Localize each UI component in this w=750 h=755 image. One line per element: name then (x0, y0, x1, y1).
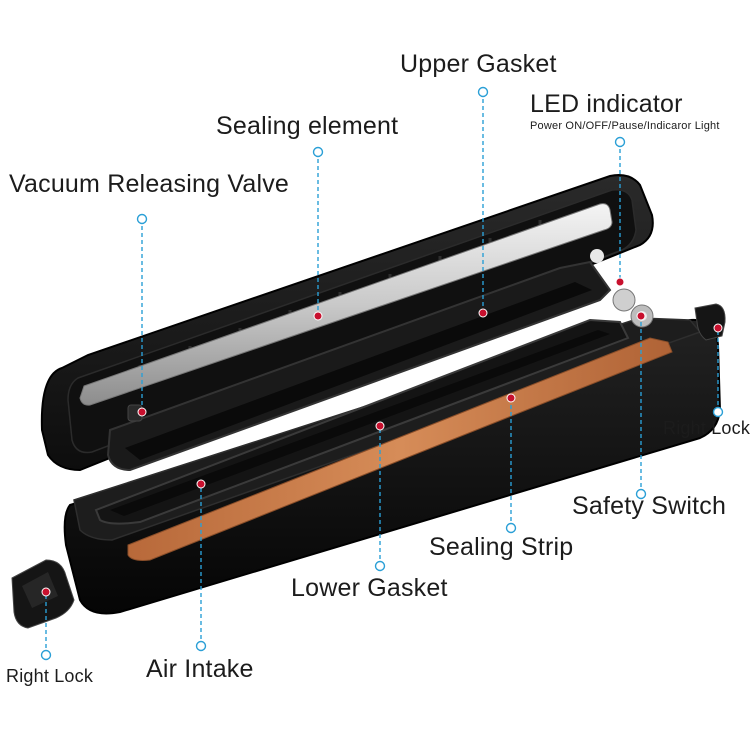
callout-ring-sealing-element (312, 146, 324, 158)
marker-dot-air-intake (196, 479, 206, 489)
callout-sealing-strip (505, 393, 517, 534)
marker-dot-right-lock-right (713, 323, 723, 333)
callout-ring-right-lock-left (40, 649, 52, 661)
callout-led-indicator (614, 136, 626, 287)
label-upper-gasket: Upper Gasket (400, 50, 557, 78)
marker-dot-vacuum-releasing-valve (137, 407, 147, 417)
callout-right-lock-right (712, 323, 724, 418)
callout-ring-sealing-strip (505, 522, 517, 534)
label-safety-switch: Safety Switch (572, 492, 727, 520)
marker-dot-sealing-strip (506, 393, 516, 403)
label-led-indicator: LED indicator (530, 90, 683, 118)
label-right-lock-left: Right Lock (6, 666, 94, 686)
label-vacuum-releasing-valve: Vacuum Releasing Valve (9, 170, 290, 198)
callout-ring-vacuum-releasing-valve (136, 213, 148, 225)
callout-vacuum-releasing-valve (136, 213, 148, 417)
callout-lower-gasket (374, 421, 386, 572)
callout-safety-switch (635, 311, 647, 500)
marker-dot-safety-switch (636, 311, 646, 321)
label-sealing-element: Sealing element (216, 112, 399, 140)
callout-ring-led-indicator (614, 136, 626, 148)
callout-air-intake (195, 479, 207, 652)
callout-upper-gasket (477, 86, 489, 318)
marker-dot-led-indicator (615, 277, 625, 287)
label-sealing-strip: Sealing Strip (429, 533, 574, 561)
marker-dot-upper-gasket (478, 308, 488, 318)
callout-ring-air-intake (195, 640, 207, 652)
callout-ring-safety-switch (635, 488, 647, 500)
label-lower-gasket: Lower Gasket (291, 574, 448, 602)
callout-sealing-element (312, 146, 324, 321)
callout-right-lock-left (40, 587, 52, 661)
marker-dot-sealing-element (313, 311, 323, 321)
label-right-lock-right: Right Lock (663, 418, 750, 438)
callout-ring-right-lock-right (712, 406, 724, 418)
marker-dot-right-lock-left (41, 587, 51, 597)
label-led-subtitle: Power ON/OFF/Pause/Indicaror Light (530, 120, 720, 132)
marker-dot-lower-gasket (375, 421, 385, 431)
callout-ring-lower-gasket (374, 560, 386, 572)
base (63, 288, 722, 615)
callout-ring-upper-gasket (477, 86, 489, 98)
label-air-intake: Air Intake (146, 655, 254, 683)
